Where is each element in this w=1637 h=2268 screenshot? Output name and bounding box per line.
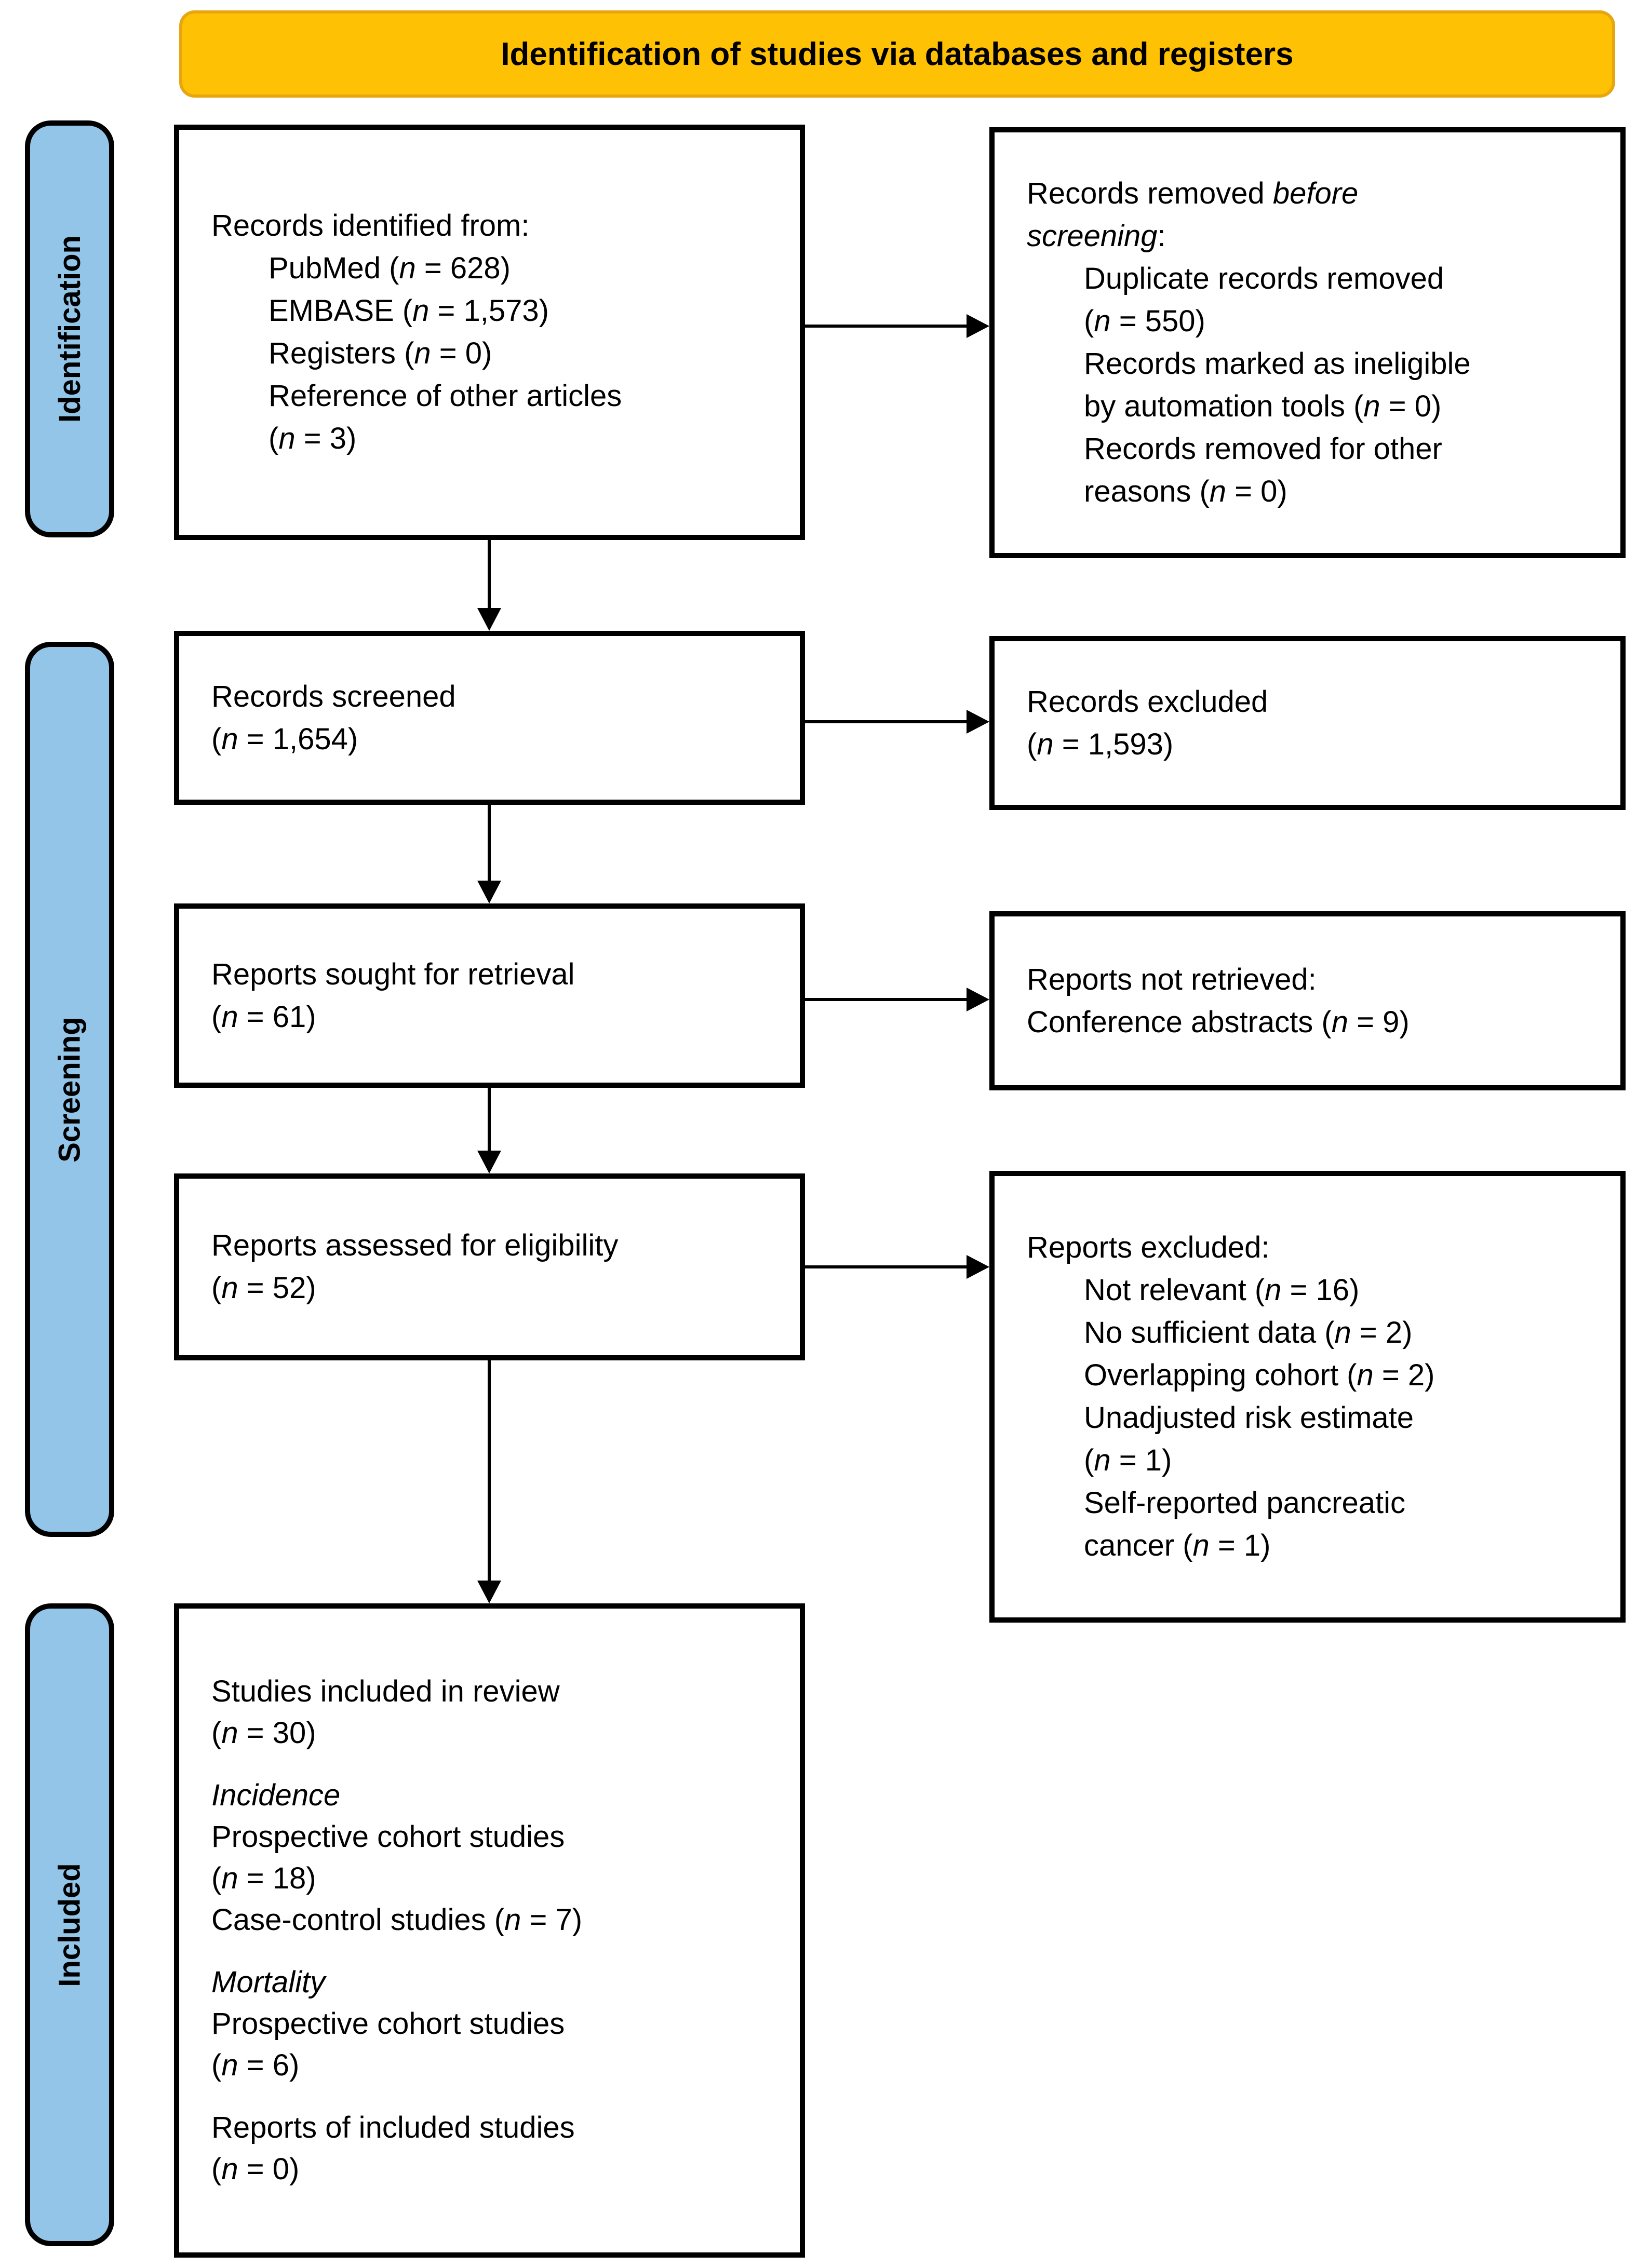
arrow-head [477, 1151, 501, 1173]
text-line: Reference of other articles [269, 379, 622, 413]
text-line: (n = 52) [211, 1271, 316, 1305]
text-line: (n = 1,593) [1027, 727, 1174, 761]
text-line: Mortality [211, 1965, 326, 1999]
box-studies-included-text: Studies included in review (n = 30) Incide… [179, 1666, 800, 2195]
arrow-shaft [488, 540, 491, 608]
blank-line [211, 1941, 784, 1962]
blank-line [211, 1754, 784, 1775]
text-line: No sufficient data (n = 2) [1084, 1316, 1413, 1349]
box-reports-excluded-text: Reports excluded: Not relevant (n = 16) No… [995, 1221, 1620, 1572]
blank-line [211, 2086, 784, 2107]
text-line: (n = 0) [211, 2152, 300, 2186]
arrow-head [967, 1255, 989, 1279]
text-line: (n = 30) [211, 1716, 316, 1750]
arrow-head [967, 314, 989, 338]
text-line: by automation tools (n = 0) [1084, 389, 1442, 423]
arrow-identified-to-screened-icon [477, 540, 501, 631]
box-studies-included: Studies included in review (n = 30) Incide… [174, 1603, 805, 2258]
stage-label-included: Included [52, 1862, 87, 1987]
arrow-screened-to-excluded-icon [805, 710, 989, 734]
box-reports-assessed: Reports assessed for eligibility (n = 52) [174, 1173, 805, 1360]
stage-bar-included: Included [25, 1603, 114, 2246]
stage-bar-screening: Screening [25, 642, 114, 1537]
box-records-removed: Records removed before screening: Duplicat… [989, 127, 1626, 558]
text-line: Records identified from: [211, 209, 530, 242]
text-line: Incidence [211, 1778, 341, 1812]
arrow-screened-to-sought-icon [477, 805, 501, 903]
text-line: (n = 1,654) [211, 722, 358, 756]
box-records-screened-text: Records screened (n = 1,654) [179, 670, 800, 766]
text-line: Duplicate records removed [1084, 262, 1444, 295]
text-line: Studies included in review [211, 1675, 560, 1708]
box-reports-sought: Reports sought for retrieval (n = 61) [174, 903, 805, 1088]
banner: Identification of studies via databases … [179, 10, 1615, 98]
box-records-excluded: Records excluded (n = 1,593) [989, 636, 1626, 810]
box-reports-sought-text: Reports sought for retrieval (n = 61) [179, 948, 800, 1044]
box-records-screened: Records screened (n = 1,654) [174, 631, 805, 805]
box-records-removed-text: Records removed before screening: Duplicat… [995, 167, 1620, 518]
text-line: Records removed before [1027, 177, 1359, 210]
text-line: (n = 6) [211, 2048, 300, 2082]
box-reports-excluded: Reports excluded: Not relevant (n = 16) No… [989, 1171, 1626, 1623]
arrow-assessed-to-included-icon [477, 1360, 501, 1603]
box-reports-not-retrieved-text: Reports not retrieved: Conference abstrac… [995, 953, 1620, 1049]
text-line: Records marked as ineligible [1084, 347, 1471, 381]
text-line: Conference abstracts (n = 9) [1027, 1005, 1410, 1039]
text-line: Case-control studies (n = 7) [211, 1903, 583, 1937]
arrow-head [967, 710, 989, 734]
text-line: reasons (n = 0) [1084, 475, 1287, 508]
text-line: Reports not retrieved: [1027, 962, 1317, 996]
text-line: EMBASE (n = 1,573) [269, 294, 549, 328]
text-line: PubMed (n = 628) [269, 251, 511, 285]
stage-label-identification: Identification [52, 235, 87, 423]
arrow-shaft [805, 998, 967, 1001]
text-line: Self-reported pancreatic [1084, 1486, 1405, 1520]
text-line: Records removed for other [1084, 432, 1442, 466]
box-records-identified: Records identified from: PubMed (n = 628)… [174, 125, 805, 540]
text-line: (n = 61) [211, 1000, 316, 1034]
arrow-shaft [488, 805, 491, 881]
box-records-identified-text: Records identified from: PubMed (n = 628)… [179, 199, 800, 465]
text-line: Reports excluded: [1027, 1231, 1270, 1264]
text-line: Reports assessed for eligibility [211, 1228, 619, 1262]
text-line: Unadjusted risk estimate [1084, 1401, 1414, 1435]
text-line: Records screened [211, 679, 456, 713]
text-line: Records excluded [1027, 684, 1268, 719]
text-line: cancer (n = 1) [1084, 1529, 1271, 1562]
text-line: Registers (n = 0) [269, 336, 492, 370]
box-records-excluded-text: Records excluded (n = 1,593) [995, 676, 1620, 771]
arrow-assessed-to-excluded-icon [805, 1255, 989, 1279]
text-line: Reports of included studies [211, 2111, 575, 2144]
text-line: screening: [1027, 219, 1166, 253]
box-reports-assessed-text: Reports assessed for eligibility (n = 52) [179, 1219, 800, 1315]
arrow-sought-to-notretrieved-icon [805, 988, 989, 1011]
arrow-head [477, 1581, 501, 1603]
banner-title: Identification of studies via databases … [501, 36, 1294, 72]
text-line: (n = 550) [1084, 304, 1205, 338]
text-line: Not relevant (n = 16) [1084, 1273, 1360, 1307]
text-line: Prospective cohort studies [211, 2007, 565, 2041]
arrow-head [477, 881, 501, 903]
text-line: (n = 1) [1084, 1443, 1172, 1477]
arrow-identified-to-removed-icon [805, 314, 989, 338]
arrow-shaft [805, 1265, 967, 1268]
text-line: (n = 18) [211, 1861, 316, 1895]
arrow-shaft [488, 1360, 491, 1581]
box-reports-not-retrieved: Reports not retrieved: Conference abstrac… [989, 911, 1626, 1090]
text-line: Reports sought for retrieval [211, 957, 575, 991]
arrow-shaft [805, 325, 967, 328]
text-line: Overlapping cohort (n = 2) [1084, 1358, 1435, 1392]
stage-label-screening: Screening [52, 1016, 87, 1163]
arrow-sought-to-assessed-icon [477, 1088, 501, 1173]
text-line: Prospective cohort studies [211, 1820, 565, 1854]
stage-bar-identification: Identification [25, 120, 114, 537]
text-line: (n = 3) [269, 422, 357, 455]
arrow-shaft [488, 1088, 491, 1151]
arrow-head [477, 608, 501, 631]
arrow-shaft [805, 720, 967, 723]
arrow-head [967, 988, 989, 1011]
